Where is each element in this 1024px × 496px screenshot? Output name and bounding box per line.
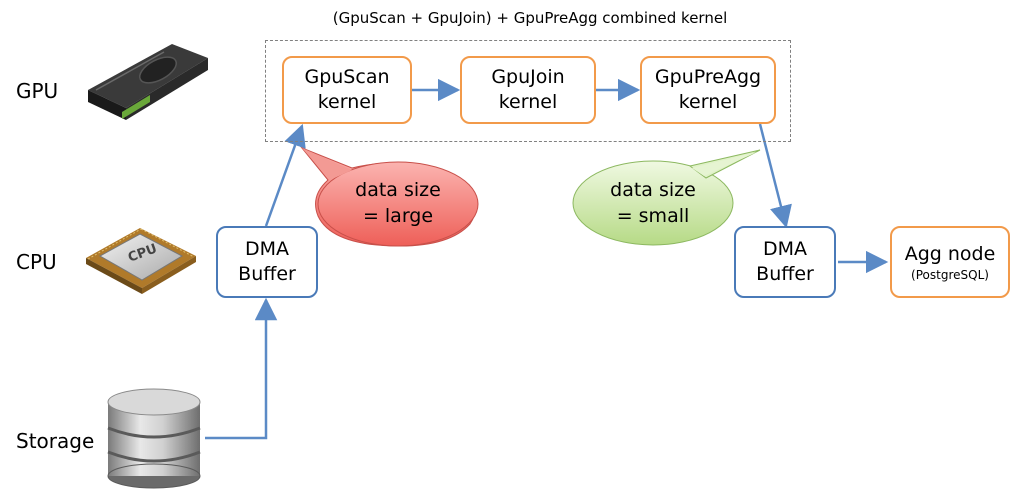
- dma-buffer-left-line1: DMA: [244, 238, 290, 260]
- row-label-cpu: CPU: [16, 250, 57, 274]
- dma-buffer-right: DMA Buffer: [734, 226, 836, 298]
- gpujoin-kernel-name: GpuJoin: [491, 66, 565, 88]
- gpujoin-kernel-word: kernel: [498, 91, 558, 113]
- arrow-buffer-to-gpuscan: [264, 123, 306, 227]
- callout-large-line2: = large: [362, 205, 434, 227]
- database-cylinder-icon: [107, 388, 201, 489]
- agg-node-subtitle: (PostgreSQL): [911, 267, 989, 282]
- gpupreagg-kernel-word: kernel: [678, 91, 738, 113]
- row-label-gpu: GPU: [16, 79, 59, 103]
- agg-node-box: Agg node (PostgreSQL): [890, 226, 1010, 298]
- row-label-storage: Storage: [16, 429, 95, 453]
- callout-small-line2: = small: [616, 205, 690, 227]
- callout-small-line1: data size: [610, 179, 696, 201]
- arrow-storage-to-buffer: [205, 297, 278, 440]
- gpujoin-kernel-box: GpuJoin kernel: [460, 56, 596, 124]
- callout-large-bubble: [300, 146, 479, 247]
- dma-buffer-right-line1: DMA: [762, 238, 808, 260]
- dma-buffer-right-line2: Buffer: [756, 263, 814, 285]
- diagram-title: (GpuScan + GpuJoin) + GpuPreAgg combined…: [332, 9, 728, 27]
- callout-large-text: data size = large: [338, 177, 458, 229]
- agg-node-title: Agg node: [904, 242, 996, 265]
- gpupreagg-kernel-box: GpuPreAgg kernel: [640, 56, 776, 124]
- gpuscan-kernel-name: GpuScan: [304, 66, 390, 88]
- callout-small-text: data size = small: [593, 177, 713, 229]
- combined-kernel-group: [265, 40, 791, 142]
- gpuscan-kernel-word: kernel: [317, 91, 377, 113]
- cpu-chip-icon: [86, 228, 196, 294]
- gpuscan-kernel-box: GpuScan kernel: [282, 56, 412, 124]
- dma-buffer-left: DMA Buffer: [216, 226, 318, 298]
- dma-buffer-left-line2: Buffer: [238, 263, 296, 285]
- callout-large-line1: data size: [355, 179, 441, 201]
- graphics-card-icon: [88, 44, 208, 120]
- callout-small-bubble: [572, 149, 761, 246]
- gpupreagg-kernel-name: GpuPreAgg: [654, 66, 762, 88]
